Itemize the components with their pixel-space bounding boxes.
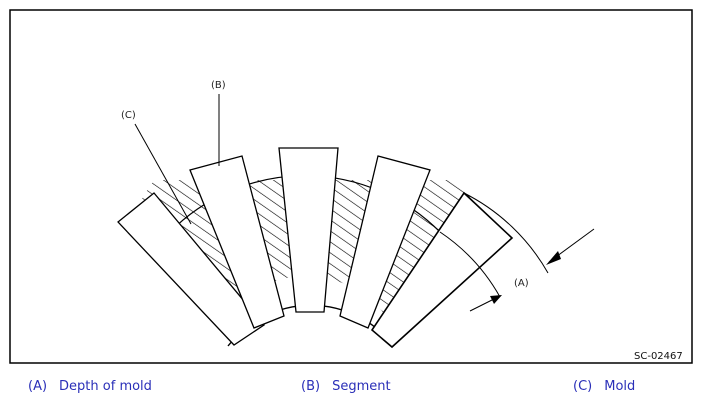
tire-mold-diagram: (B) (C) (A) SC-02467	[9, 9, 693, 364]
depth-arrowhead-inner	[490, 295, 502, 304]
legend-key: (C)	[573, 379, 593, 394]
depth-arc-outer	[463, 192, 549, 274]
figure-id: SC-02467	[634, 351, 683, 362]
legend-item-b: (B) Segment	[301, 379, 391, 394]
legend: (A) Depth of mold (B) Segment (C) Mold	[0, 375, 702, 401]
segment-1	[117, 192, 265, 346]
legend-text: Depth of mold	[59, 379, 152, 394]
callout-b-label: (B)	[211, 80, 226, 91]
callout-c-label: (C)	[121, 110, 136, 121]
callout-c-leader	[134, 123, 192, 225]
segment-3	[278, 147, 339, 313]
segment-2	[189, 155, 285, 329]
segment-4	[339, 155, 431, 329]
legend-item-a: (A) Depth of mold	[28, 379, 152, 394]
callout-a-label: (A)	[514, 278, 529, 289]
legend-text: Mold	[604, 379, 636, 394]
depth-arc-inner	[439, 231, 501, 298]
segment-5	[370, 191, 514, 349]
legend-text: Segment	[332, 379, 391, 394]
legend-key: (A)	[28, 379, 48, 394]
depth-arrowhead-outer	[546, 251, 561, 265]
legend-key: (B)	[301, 379, 321, 394]
legend-item-c: (C) Mold	[573, 379, 635, 394]
